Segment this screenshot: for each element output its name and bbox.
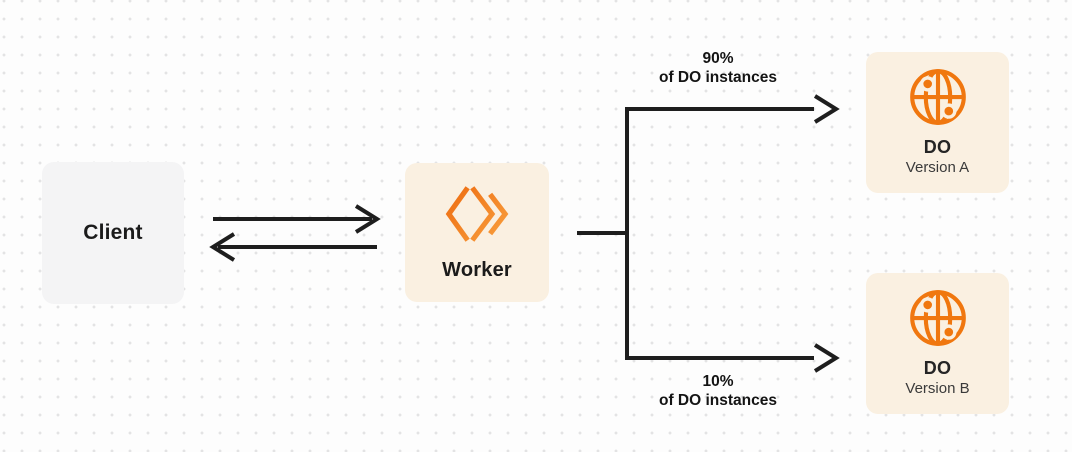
worker-node-label: Worker [442,258,512,281]
worker-to-client-arrowhead-icon [209,232,236,262]
branch-bottom-arrowhead-icon [813,343,840,373]
bottom-branch-label: 10% of DO instances [598,372,838,410]
do-version-a-subtitle: Version A [905,158,970,176]
do-version-b-node: DO Version B [866,273,1009,414]
bottom-branch-caption: of DO instances [659,392,777,409]
top-branch-percent: 90% [702,50,734,67]
bottom-branch-percent: 10% [702,373,734,390]
do-version-b-title: DO [923,358,952,379]
cloudflare-workers-icon [445,185,509,242]
branch-top-arrowhead-icon [813,94,840,124]
top-branch-label: 90% of DO instances [598,49,838,87]
durable-object-globe-icon [909,69,966,125]
do-version-a-title: DO [923,137,952,158]
durable-object-globe-icon [909,290,966,346]
worker-node: Worker [405,163,549,302]
client-to-worker-arrowhead-icon [354,204,381,234]
client-node-label: Client [83,221,143,244]
client-node: Client [42,162,184,304]
top-branch-caption: of DO instances [659,69,777,86]
do-version-b-subtitle: Version B [905,379,970,397]
branch-split-line [625,107,814,360]
do-version-a-node: DO Version A [866,52,1009,193]
